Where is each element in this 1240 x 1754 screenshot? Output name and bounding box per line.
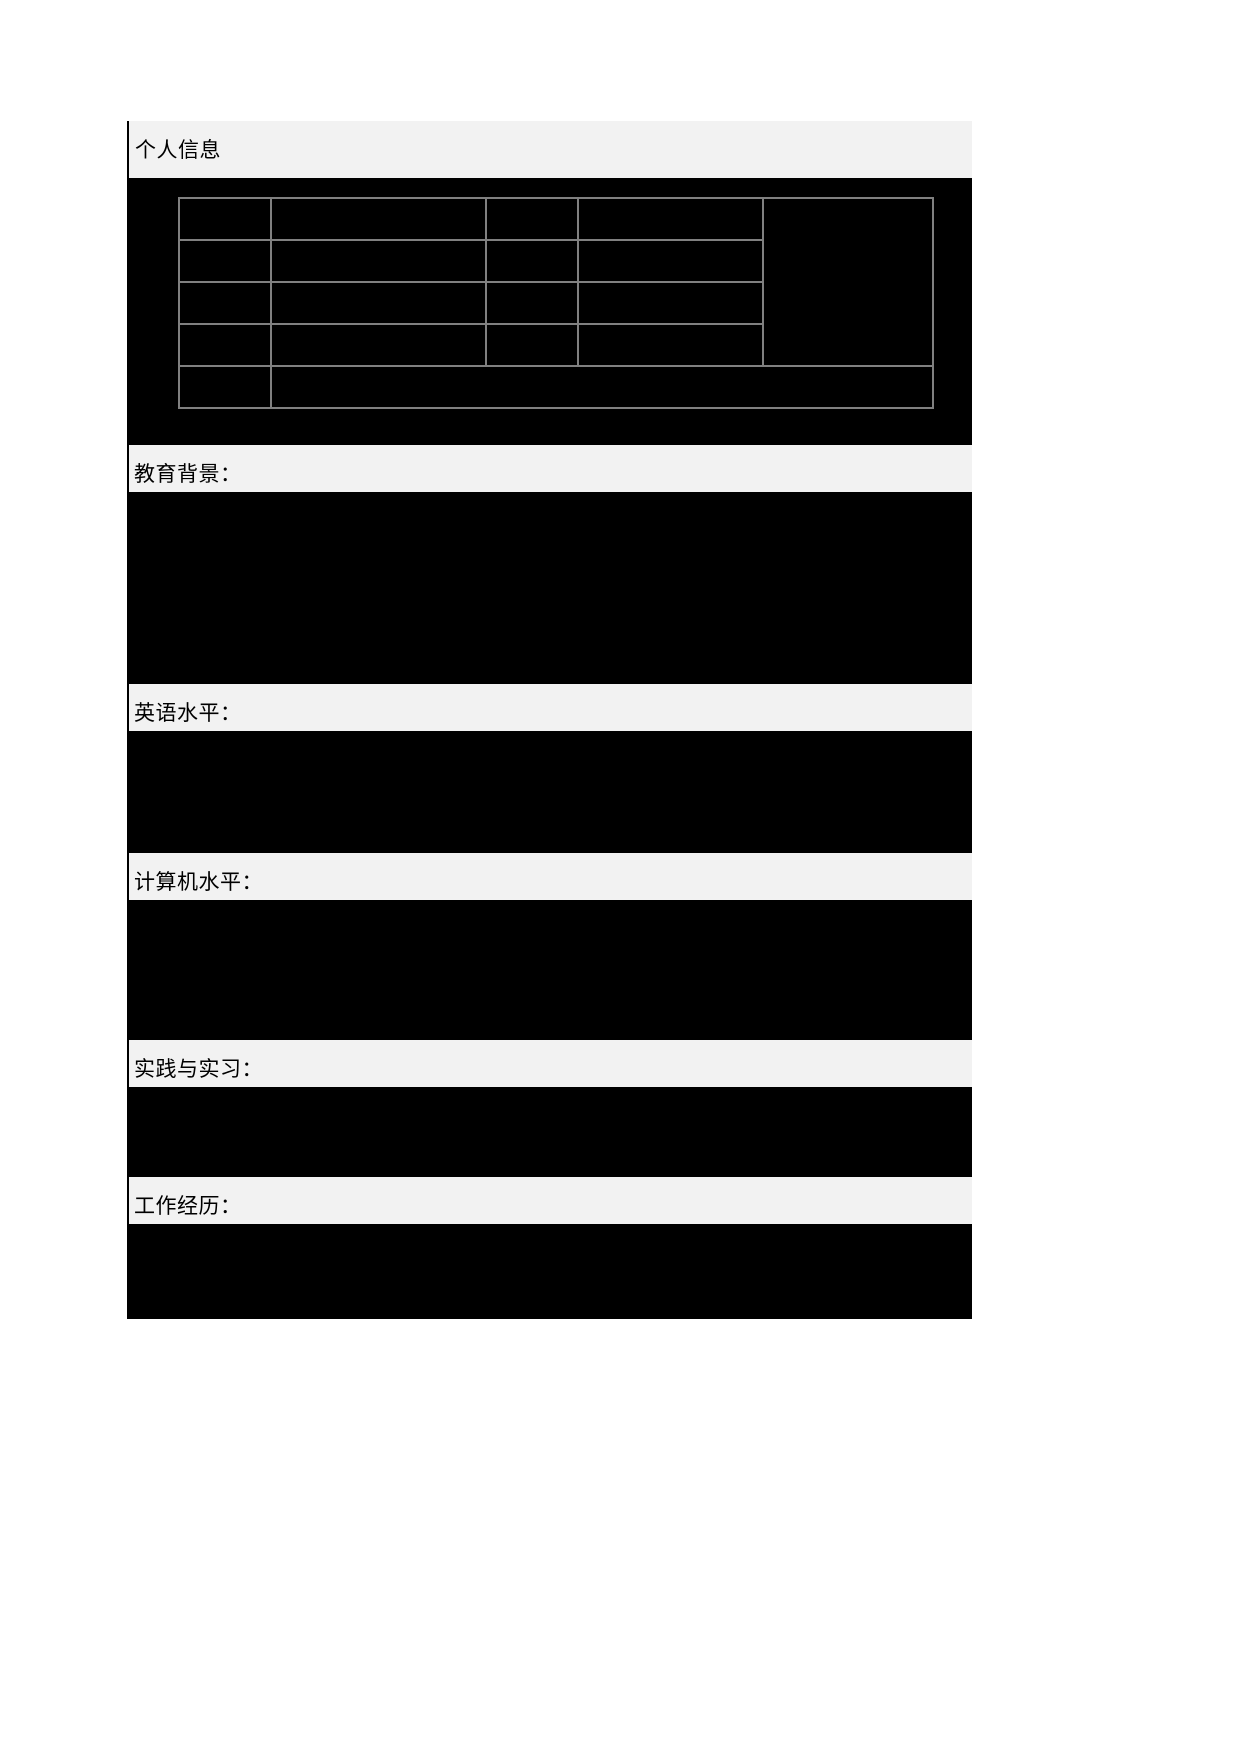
table-row	[178, 197, 934, 367]
section-title-practice: 实践与实习：	[134, 1057, 263, 1081]
table-cell-label	[178, 239, 272, 283]
table-row	[178, 365, 934, 409]
table-cell-value	[577, 197, 764, 241]
table-row	[178, 281, 933, 325]
resume-content: 个人信息	[127, 121, 972, 1319]
table-cell-value	[270, 323, 487, 367]
section-title-education: 教育背景：	[134, 462, 242, 486]
table-cell-value-wide	[270, 365, 934, 409]
table-cell-value	[270, 197, 487, 241]
table-cell-value	[270, 281, 487, 325]
personal-info-table	[178, 197, 934, 409]
table-cell-label	[178, 365, 272, 409]
table-cell-value	[577, 281, 764, 325]
section-header-computer: 计算机水平：	[127, 853, 972, 900]
section-title-work: 工作经历：	[134, 1194, 242, 1218]
section-header-personal-info: 个人信息	[127, 121, 972, 178]
table-cell-label	[178, 281, 272, 325]
table-cell-label	[178, 323, 272, 367]
section-header-education: 教育背景：	[127, 445, 972, 492]
personal-info-redacted-area	[127, 178, 972, 445]
table-cell-value	[577, 323, 764, 367]
practice-redacted-area	[127, 1087, 972, 1177]
table-row	[178, 323, 933, 367]
section-header-practice: 实践与实习：	[127, 1040, 972, 1087]
table-cell-value	[577, 239, 764, 283]
table-cell-label	[485, 323, 579, 367]
english-redacted-area	[127, 731, 972, 853]
education-redacted-area	[127, 492, 972, 684]
section-title-personal-info: 个人信息	[135, 137, 221, 162]
computer-redacted-area	[127, 900, 972, 1040]
section-header-english: 英语水平：	[127, 684, 972, 731]
section-header-work: 工作经历：	[127, 1177, 972, 1224]
table-cell-label	[485, 239, 579, 283]
section-title-english: 英语水平：	[134, 701, 242, 725]
table-cell-value	[270, 239, 487, 283]
table-row	[178, 239, 933, 283]
table-cell-photo	[762, 197, 934, 367]
table-cell-label	[178, 197, 272, 241]
work-redacted-area	[127, 1224, 972, 1319]
table-cell-label	[485, 281, 579, 325]
section-title-computer: 计算机水平：	[134, 870, 263, 894]
table-cell-label	[485, 197, 579, 241]
